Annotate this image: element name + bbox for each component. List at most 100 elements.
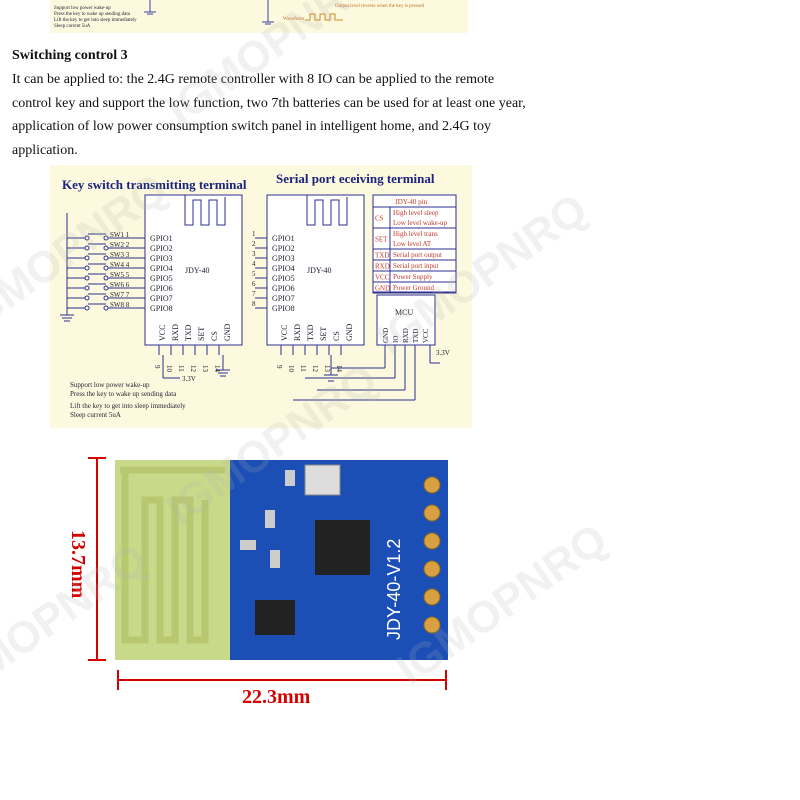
switch-contact: [103, 235, 109, 241]
switch-contact: [84, 265, 90, 271]
mcu-pin-label: GND: [382, 328, 390, 343]
switch-contact: [84, 245, 90, 251]
bottom-pin-label: GND: [345, 323, 354, 341]
pin-name: CS: [375, 215, 384, 223]
gpio-label: GPIO7: [150, 294, 173, 303]
module-photo: JDY-40-V1.2 13.7mm 22.3mm: [60, 450, 460, 710]
gpio-label: GPIO3: [150, 254, 173, 263]
gpio-label: GPIO8: [150, 304, 173, 313]
note: Press the key to wake up sending data: [54, 12, 130, 17]
board-silkscreen: JDY-40-V1.2: [384, 539, 404, 640]
switch-contact: [103, 255, 109, 261]
waveform-label: Waveform: [283, 17, 304, 22]
switch-contact: [103, 295, 109, 301]
gpio-label: GPIO4: [272, 264, 295, 273]
pin-desc: Low level AT: [393, 240, 432, 248]
switch-contact: [84, 235, 90, 241]
pin-number: 10: [165, 365, 173, 373]
pin-number: 5: [252, 270, 256, 278]
pin-desc: High level sleep: [393, 209, 439, 217]
diagram-note: Lift the key to get into sleep immediate…: [70, 402, 186, 410]
switch-label: SW2 2: [110, 241, 130, 249]
pin-number: 13: [323, 365, 331, 373]
gpio-label: GPIO1: [272, 234, 295, 243]
ground-icon: [216, 369, 230, 377]
gpio-label: GPIO5: [272, 274, 295, 283]
diagram-note: Press the key to wake up sending data: [70, 390, 177, 398]
pin-desc: Power Supply: [393, 273, 433, 281]
ground-icon: [324, 374, 338, 382]
pin-number: 12: [189, 365, 197, 373]
pin-number: 13: [201, 365, 209, 373]
gpio-label: GPIO5: [150, 274, 173, 283]
switch-contact: [84, 275, 90, 281]
mcu-label: MCU: [395, 308, 413, 317]
left-title: Key switch transmitting terminal: [62, 177, 247, 192]
gpio-label: GPIO2: [150, 244, 173, 253]
bottom-pin-label: CS: [332, 331, 341, 341]
pin-number: 14: [335, 365, 343, 373]
mcu-pin-label: RXD: [402, 328, 410, 343]
switch-label: SW4 4: [110, 261, 130, 269]
switch-label: SW5 5: [110, 271, 130, 279]
switch-contact: [103, 275, 109, 281]
gpio-label: GPIO2: [272, 244, 295, 253]
mcu-pin-label: IO: [392, 336, 400, 343]
note: Sleep current 5uA: [54, 24, 91, 29]
mcu-pin-label: VCC: [422, 328, 430, 343]
bottom-pin-label: VCC: [280, 325, 289, 341]
gpio-label: GPIO6: [272, 284, 295, 293]
switch-contact: [84, 255, 90, 261]
bottom-pin-label: RXD: [171, 324, 180, 341]
antenna-trace: [120, 466, 225, 644]
bottom-pin-label: TXD: [184, 324, 193, 341]
pin-number: 7: [252, 290, 256, 298]
height-label: 13.7mm: [67, 530, 89, 599]
switch-label: SW8 8: [110, 301, 130, 309]
right-note: Output level reverse when the key is pre…: [335, 4, 425, 9]
switch-label: SW1 1: [110, 231, 130, 239]
pin-table: [372, 194, 457, 293]
bottom-pin-label: GND: [223, 323, 232, 341]
voltage-label: 3.3V: [436, 349, 450, 357]
gpio-label: GPIO7: [272, 294, 295, 303]
switch-contact: [103, 265, 109, 271]
pin-number: 3: [252, 250, 256, 258]
pin-number: 9: [275, 365, 283, 369]
bottom-pin-label: VCC: [158, 325, 167, 341]
gpio-label: GPIO3: [272, 254, 295, 263]
gpio-label: GPIO4: [150, 264, 173, 273]
switch-contact: [84, 305, 90, 311]
pin-desc: Serial port input: [393, 262, 439, 270]
gpio-label: GPIO8: [272, 304, 295, 313]
bottom-pin-label: CS: [210, 331, 219, 341]
switch-contact: [103, 245, 109, 251]
switch-contact: [84, 295, 90, 301]
section-heading: Switching control 3: [12, 48, 128, 63]
antenna-icon: [184, 195, 226, 226]
pin-number: 2: [252, 240, 256, 248]
pin-name: VCC: [375, 274, 390, 282]
switch-contact: [84, 285, 90, 291]
ground-icon: [60, 314, 74, 322]
voltage-label: 3.3V: [182, 375, 196, 383]
bottom-pin-label: TXD: [306, 324, 315, 341]
pin-desc: Low level wake-up: [393, 219, 448, 227]
switch-contact: [103, 285, 109, 291]
pin-desc: Serial port output: [393, 251, 442, 259]
pin-number: 1: [252, 230, 256, 238]
pin-number: 8: [252, 300, 256, 308]
mcu-box: [376, 294, 436, 346]
switch-label: SW6 6: [110, 281, 130, 289]
note: Support low power wake-up: [54, 6, 111, 11]
pin-name: RXD: [375, 263, 390, 271]
pin-name: GND: [375, 285, 390, 293]
antenna-icon: [306, 195, 348, 226]
pin-number: 14: [213, 365, 221, 373]
pin-number: 6: [252, 280, 256, 288]
bottom-pin-label: RXD: [293, 324, 302, 341]
switch-label: SW7 7: [110, 291, 130, 299]
diagram-note: Support low power wake-up: [70, 381, 150, 389]
previous-diagram-fragment: Support low power wake-up Press the key …: [50, 0, 468, 33]
